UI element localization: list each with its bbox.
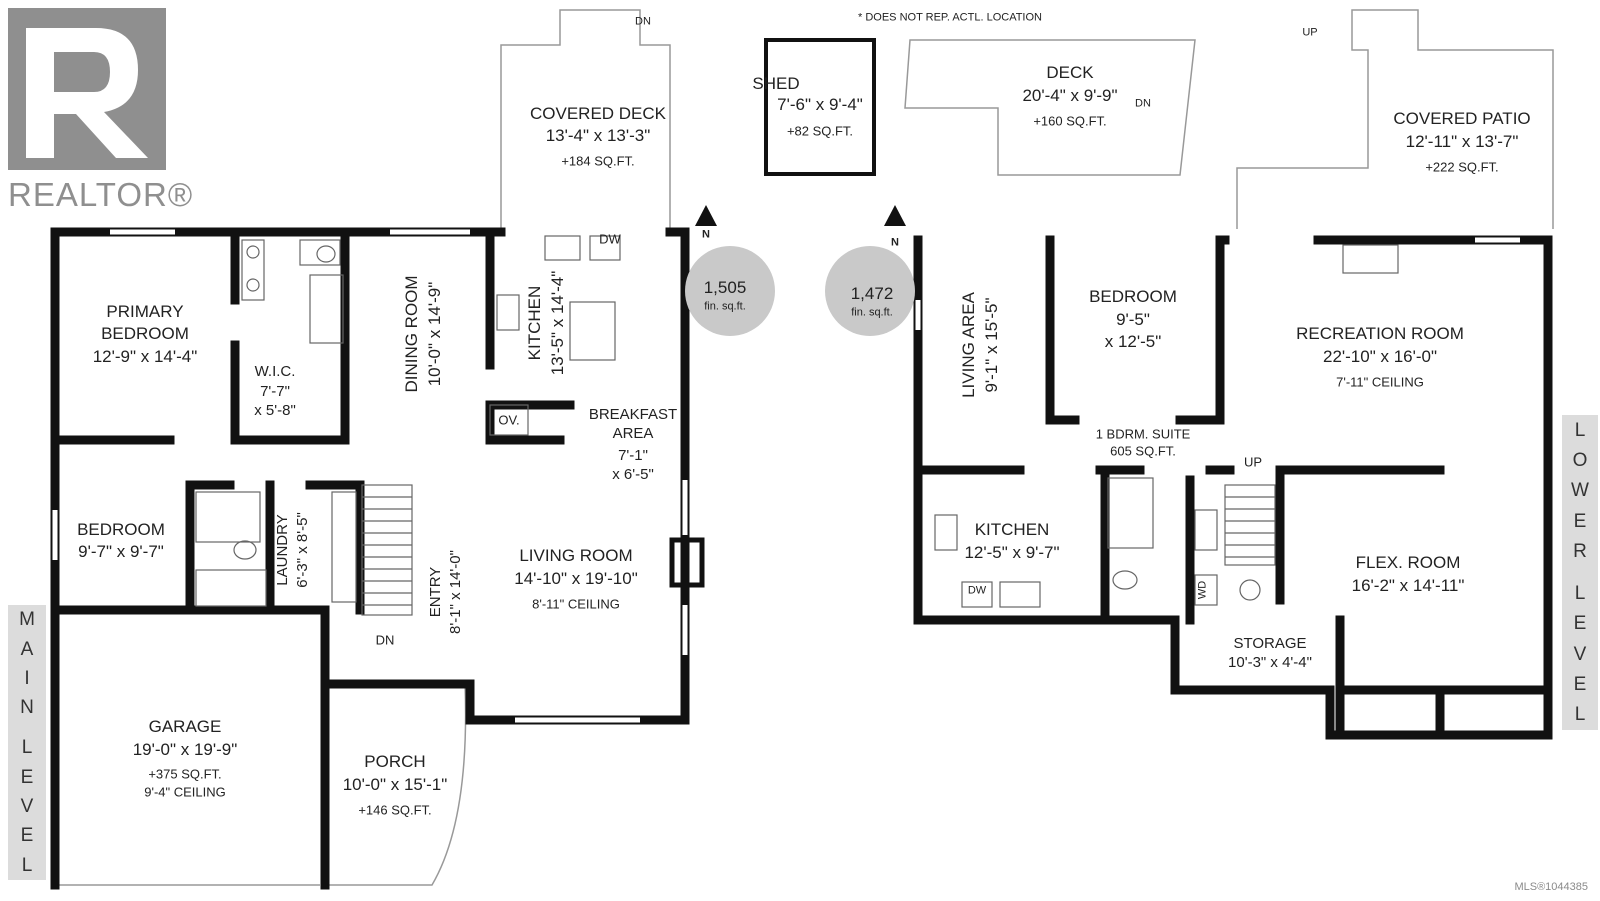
kitchen-lower-size: 12'-5" x 9'-7" bbox=[964, 542, 1060, 562]
main-level-label: M A I N L E V E L bbox=[8, 605, 46, 880]
porch-sqft: +146 SQ.FT. bbox=[358, 802, 432, 818]
laundry-name: LAUNDRY bbox=[274, 514, 292, 586]
flex-size: 16'-2" x 14'-11" bbox=[1351, 575, 1465, 595]
deck-sqft: +160 SQ.FT. bbox=[1033, 113, 1107, 129]
entry-size: 8'-1" x 14'-0" bbox=[447, 550, 465, 634]
outdoor-outlines bbox=[55, 9, 1554, 886]
suite-name: 1 BDRM. SUITE bbox=[1095, 426, 1191, 442]
living-lower-size: 9'-1" x 15'-5" bbox=[981, 297, 1001, 393]
realtor-logo-mark bbox=[8, 8, 166, 170]
up-stair-label: UP bbox=[1243, 454, 1263, 470]
dn-entry-label: DN bbox=[375, 632, 395, 648]
bedroom-main-name: BEDROOM bbox=[77, 519, 165, 539]
garage-name: GARAGE bbox=[148, 716, 222, 736]
fixtures-main bbox=[52, 229, 705, 723]
garage-ceiling: 9'-4" CEILING bbox=[144, 784, 226, 800]
flex-name: FLEX. ROOM bbox=[1355, 552, 1461, 572]
deck-size: 20'-4" x 9'-9" bbox=[1022, 85, 1118, 105]
realtor-logo-text: REALTOR® bbox=[8, 176, 194, 213]
storage-size: 10'-3" x 4'-4" bbox=[1228, 654, 1312, 672]
dining-size: 10'-0" x 14'-9" bbox=[424, 281, 444, 387]
suite-sqft: 605 SQ.FT. bbox=[1110, 443, 1176, 459]
primary-bedroom-name1: PRIMARY bbox=[106, 301, 184, 321]
garage-sqft: +375 SQ.FT. bbox=[148, 766, 222, 782]
recreation-name: RECREATION ROOM bbox=[1296, 323, 1464, 343]
recreation-ceiling: 7'-11" CEILING bbox=[1336, 374, 1424, 390]
wic-size1: 7'-7" bbox=[260, 383, 290, 401]
stairs-main bbox=[361, 484, 413, 616]
covered-deck-sqft: +184 SQ.FT. bbox=[561, 153, 635, 169]
recreation-size: 22'-10" x 16'-0" bbox=[1322, 346, 1438, 366]
covered-patio-sqft: +222 SQ.FT. bbox=[1425, 159, 1499, 175]
breakfast-name2: AREA bbox=[612, 425, 654, 443]
wd-label: WD bbox=[1196, 580, 1209, 600]
living-main-size: 14'-10" x 19'-10" bbox=[514, 568, 638, 588]
north-main-label: N bbox=[702, 228, 710, 241]
ov-label: OV. bbox=[498, 412, 520, 428]
shed-outline bbox=[764, 38, 876, 176]
location-note: * DOES NOT REP. ACTL. LOCATION bbox=[858, 11, 1042, 24]
realtor-logo: REALTOR® bbox=[8, 8, 192, 213]
breakfast-size2: x 6'-5" bbox=[612, 466, 654, 484]
porch-name: PORCH bbox=[364, 751, 426, 771]
bedroom-lower-size2: x 12'-5" bbox=[1104, 331, 1162, 351]
mls-number: MLS®1044385 bbox=[1514, 881, 1588, 893]
dining-name: DINING ROOM bbox=[401, 275, 421, 393]
living-main-name: LIVING ROOM bbox=[519, 545, 633, 565]
dn-deck-label: DN bbox=[1135, 97, 1151, 110]
lower-area-circle bbox=[825, 246, 915, 336]
bedroom-lower-name: BEDROOM bbox=[1089, 286, 1177, 306]
garage-size: 19'-0" x 19'-9" bbox=[132, 739, 238, 759]
wic-name: W.I.C. bbox=[254, 363, 296, 381]
bedroom-lower-size1: 9'-5" bbox=[1116, 309, 1150, 329]
primary-bedroom-size: 12'-9" x 14'-4" bbox=[92, 346, 198, 366]
porch-size: 10'-0" x 15'-1" bbox=[342, 774, 448, 794]
lower-area-unit: fin. sq.ft. bbox=[851, 306, 893, 319]
shed-name: SHED bbox=[752, 73, 800, 93]
laundry-size: 6'-3" x 8'-5" bbox=[294, 512, 312, 588]
main-area-value: 1,505 bbox=[703, 277, 747, 297]
deck-name: DECK bbox=[1046, 62, 1094, 82]
kitchen-lower-name: KITCHEN bbox=[974, 519, 1050, 539]
living-lower-name: LIVING AREA bbox=[958, 292, 978, 398]
walls-lower bbox=[913, 235, 1553, 740]
breakfast-name1: BREAKFAST bbox=[588, 406, 678, 424]
lower-level-label: L O W E R L E V E L bbox=[1562, 415, 1598, 730]
covered-deck-name: COVERED DECK bbox=[529, 103, 667, 123]
storage-name: STORAGE bbox=[1233, 635, 1307, 653]
fixtures-lower bbox=[915, 237, 1520, 608]
breakfast-size1: 7'-1" bbox=[618, 447, 648, 465]
north-lower-label: N bbox=[891, 236, 899, 249]
dn-top-label: DN bbox=[635, 15, 651, 28]
up-top-label: UP bbox=[1302, 26, 1318, 39]
dw-main-label: DW bbox=[599, 231, 621, 247]
main-area-unit: fin. sq.ft. bbox=[704, 300, 746, 313]
kitchen-main-size: 13'-5" x 14'-4" bbox=[547, 270, 567, 376]
wic-size2: x 5'-8" bbox=[254, 402, 296, 420]
stairs-lower bbox=[1224, 484, 1276, 566]
covered-deck-size: 13'-4" x 13'-3" bbox=[545, 125, 651, 145]
dw-lower-label: DW bbox=[967, 584, 987, 597]
north-arrow-main bbox=[695, 205, 717, 226]
shed-sqft: +82 SQ.FT. bbox=[786, 123, 854, 139]
living-main-ceiling: 8'-11" CEILING bbox=[532, 596, 620, 612]
covered-patio-size: 12'-11" x 13'-7" bbox=[1405, 131, 1519, 151]
primary-bedroom-name2: BEDROOM bbox=[101, 323, 189, 343]
shed-size: 7'-6" x 9'-4" bbox=[777, 94, 863, 114]
kitchen-main-name: KITCHEN bbox=[524, 285, 544, 361]
main-area-circle bbox=[685, 246, 775, 336]
bedroom-main-size: 9'-7" x 9'-7" bbox=[78, 541, 164, 561]
north-arrow-lower bbox=[884, 205, 906, 226]
lower-area-value: 1,472 bbox=[850, 283, 894, 303]
covered-patio-name: COVERED PATIO bbox=[1393, 108, 1531, 128]
entry-name: ENTRY bbox=[427, 566, 445, 618]
